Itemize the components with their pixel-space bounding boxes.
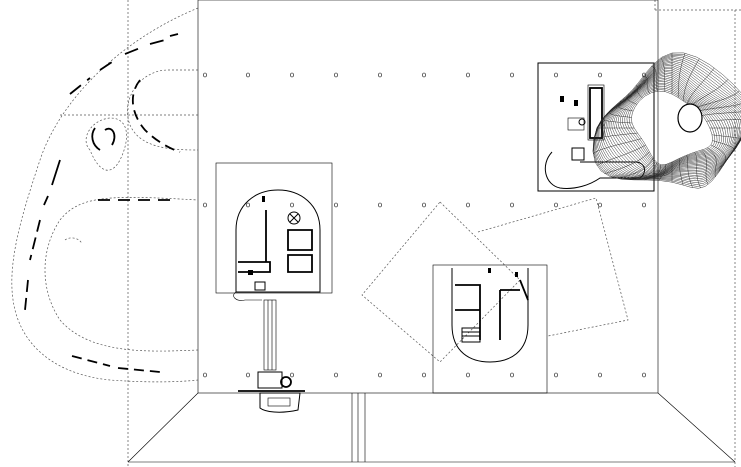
mesh-spoke [596,144,646,166]
mesh-spoke [658,164,667,181]
column-dot [554,372,558,378]
column-dot [510,372,514,378]
mesh-spoke [706,118,741,122]
mesh-spoke [635,85,643,99]
column-dot [378,372,382,378]
mesh-ring [594,58,741,180]
column-dot [290,72,294,78]
column-dot [290,202,294,208]
column-dot [334,72,338,78]
column-dot [598,72,602,78]
column-dot [334,202,338,208]
main-platform [127,0,736,463]
column-dot [290,372,294,378]
column-dot [334,372,338,378]
mesh-spoke [660,57,666,92]
column-dot [598,372,602,378]
mesh-spoke [615,157,654,179]
column-dot [246,372,250,378]
mesh-spoke [629,162,657,181]
mesh-spoke [651,66,658,92]
column-dot [554,202,558,208]
landscape-curve [11,7,199,383]
column-dot [598,202,602,208]
column-dot [203,202,207,208]
mesh-spoke [682,58,700,102]
column-dot [554,72,558,78]
mesh-spoke [707,147,717,177]
column-dot [246,72,250,78]
rotated-platforms [361,197,629,363]
mesh-spoke [712,134,741,140]
mesh-spoke [712,140,735,153]
mesh-spoke [592,138,642,155]
mesh-spoke [644,164,662,181]
mesh-opening [677,103,703,133]
column-dot [466,372,470,378]
outer-frame [127,0,741,467]
column-dot [422,72,426,78]
column-dot [422,202,426,208]
mesh-spoke [627,93,637,105]
mesh-spoke [702,111,741,116]
column-dot [246,202,250,208]
mesh-ring [595,60,741,179]
mesh-spoke [687,67,715,104]
wireframe-sculpture [592,52,741,189]
column-dot [642,372,646,378]
mesh-spoke [678,158,684,186]
column-dot [466,72,470,78]
mesh-spoke [604,151,650,175]
column-dot [203,72,207,78]
mesh-spoke [602,116,632,124]
mesh-spoke [643,75,650,94]
column-grid [203,72,646,378]
column-dot [422,372,426,378]
column-dot [642,202,646,208]
column-dot [203,372,207,378]
mesh-spoke [609,108,632,118]
column-dot [378,72,382,78]
mesh-spoke [701,149,709,185]
mesh-spoke [698,103,741,112]
building-left [215,162,333,413]
mesh-ring [599,65,741,178]
mesh-spoke [694,152,701,189]
mesh-spoke [686,154,693,188]
column-dot [466,202,470,208]
column-dot [378,202,382,208]
column-dot [510,72,514,78]
mesh-spoke [694,90,740,109]
mesh-spoke [690,79,729,107]
building-center [432,264,548,394]
column-dot [510,202,514,208]
mesh-spoke [677,53,686,98]
building-top-right [537,62,655,192]
mesh-spoke [710,144,727,166]
mesh-spoke [593,132,638,141]
mesh-spoke [617,100,634,112]
